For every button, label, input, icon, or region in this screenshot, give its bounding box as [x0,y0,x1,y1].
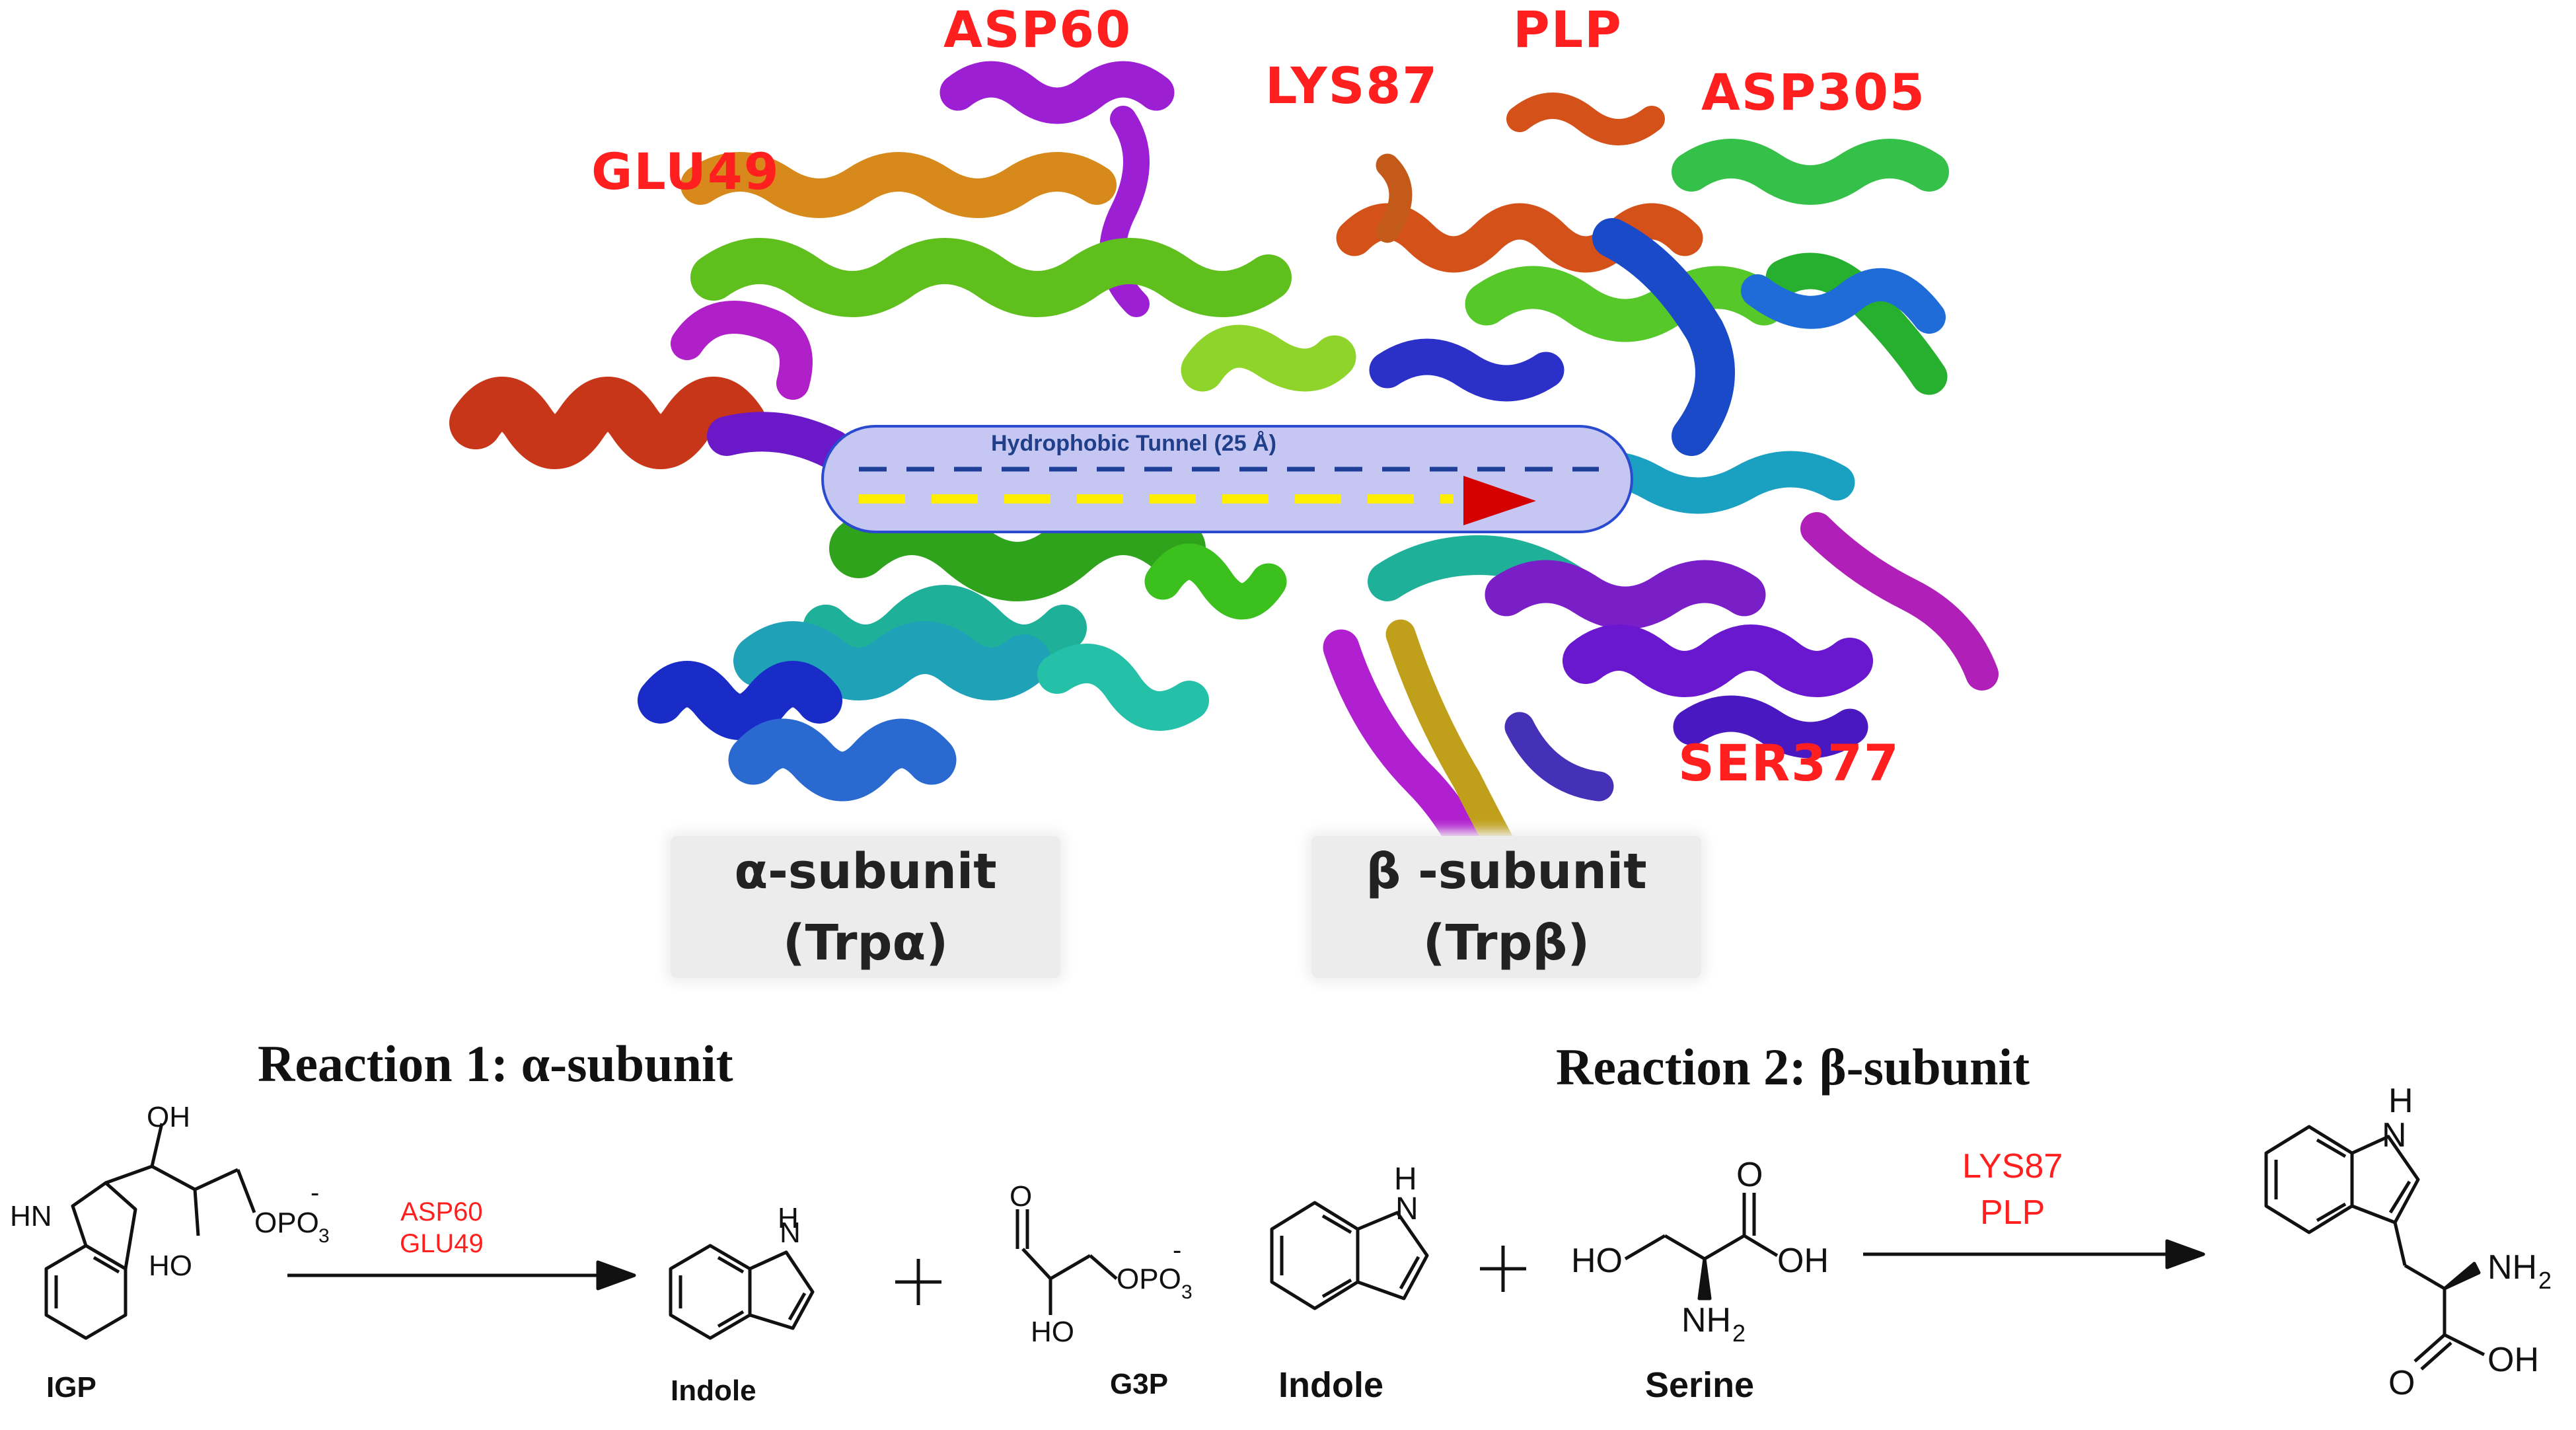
igp-opo3-charge: - [311,1178,319,1207]
alpha-subunit-abbrev: (Trpα) [782,914,949,971]
g3p-structure [1015,1209,1118,1315]
reaction1-enzymes: ASP60 GLU49 [400,1196,484,1260]
g3p-ho: HO [1031,1316,1074,1348]
igp-opo3: OPO [254,1207,319,1239]
trp-oh: OH [2487,1341,2539,1379]
beta-subunit-abbrev: (Trpβ) [1422,914,1590,971]
trp-o: O [2388,1364,2415,1402]
igp-structure [44,1123,256,1340]
indole-product-label: Indole [671,1374,756,1407]
indole-product-h: H [778,1202,799,1234]
igp-opo3-sub: 3 [318,1225,330,1247]
residue-lys87: LYS87 [1265,56,1439,115]
serine-nh2-sub: 2 [1732,1320,1746,1347]
trp-nh2: NH [2487,1248,2537,1287]
serine-nh2: NH [1681,1301,1731,1339]
trp-nh2-sub: 2 [2538,1267,2552,1294]
reaction-scheme: OH HN HO OPO 3 - H O HO OPO 3 - H HO O O… [10,1082,2552,1402]
beta-subunit-label: β -subunit (Trpβ) [1311,836,1701,978]
residue-plp: PLP [1513,0,1623,59]
indole-product-n: N [780,1217,801,1249]
serine-label: Serine [1645,1365,1755,1405]
g3p-label: G3P [1110,1368,1169,1400]
flow-direction-arrow [1463,476,1536,525]
alpha-ribbon [449,61,1356,802]
g3p-opo3: OPO [1117,1263,1181,1295]
indole-substrate-n: N [1395,1191,1418,1226]
reaction1-enzyme-glu49: GLU49 [400,1229,484,1258]
residue-glu49: GLU49 [591,142,780,201]
trp-h: H [2388,1082,2413,1120]
g3p-opo3-charge: - [1173,1236,1181,1265]
igp-hn: HN [10,1200,52,1232]
indole-substrate-h: H [1394,1162,1417,1197]
indole-substrate-label: Indole [1278,1365,1383,1405]
tryptophan-structure [2264,1125,2485,1371]
reaction2-enzymes: LYS87 PLP [1962,1143,2063,1236]
beta-subunit-name: β -subunit [1366,843,1647,900]
indole-product-structure [669,1244,815,1340]
serine-o: O [1736,1156,1763,1194]
reaction2-enzyme-lys87: LYS87 [1962,1147,2063,1185]
reaction2-enzyme-plp: PLP [1979,1193,2045,1232]
g3p-opo3-sub: 3 [1181,1281,1193,1303]
indole-substrate-structure [1270,1201,1429,1310]
alpha-subunit-name: α-subunit [734,843,997,900]
serine-oh: OH [1777,1242,1829,1280]
serine-ho: HO [1571,1242,1623,1280]
reaction1-title: Reaction 1: α-subunit [258,1035,733,1092]
trp-n: N [2382,1116,2407,1154]
tunnel-label: Hydrophobic Tunnel (25 Å) [991,431,1276,456]
reaction1-enzyme-asp60: ASP60 [400,1197,483,1226]
serine-structure [1624,1193,1779,1300]
hydrophobic-tunnel: Hydrophobic Tunnel (25 Å) [821,425,1633,533]
g3p-o: O [1010,1180,1032,1213]
protein-structure: Hydrophobic Tunnel (25 Å) [449,61,1999,904]
reaction2-title: Reaction 2: β-subunit [1556,1038,2030,1096]
igp-ho: HO [149,1250,192,1282]
igp-label: IGP [46,1371,96,1404]
alpha-subunit-label: α-subunit (Trpα) [671,836,1060,978]
igp-oh-top: OH [147,1101,190,1133]
residue-ser377: SER377 [1678,734,1900,792]
beta-ribbon [1323,93,1999,904]
residue-asp60: ASP60 [943,0,1132,59]
residue-asp305: ASP305 [1701,63,1926,122]
